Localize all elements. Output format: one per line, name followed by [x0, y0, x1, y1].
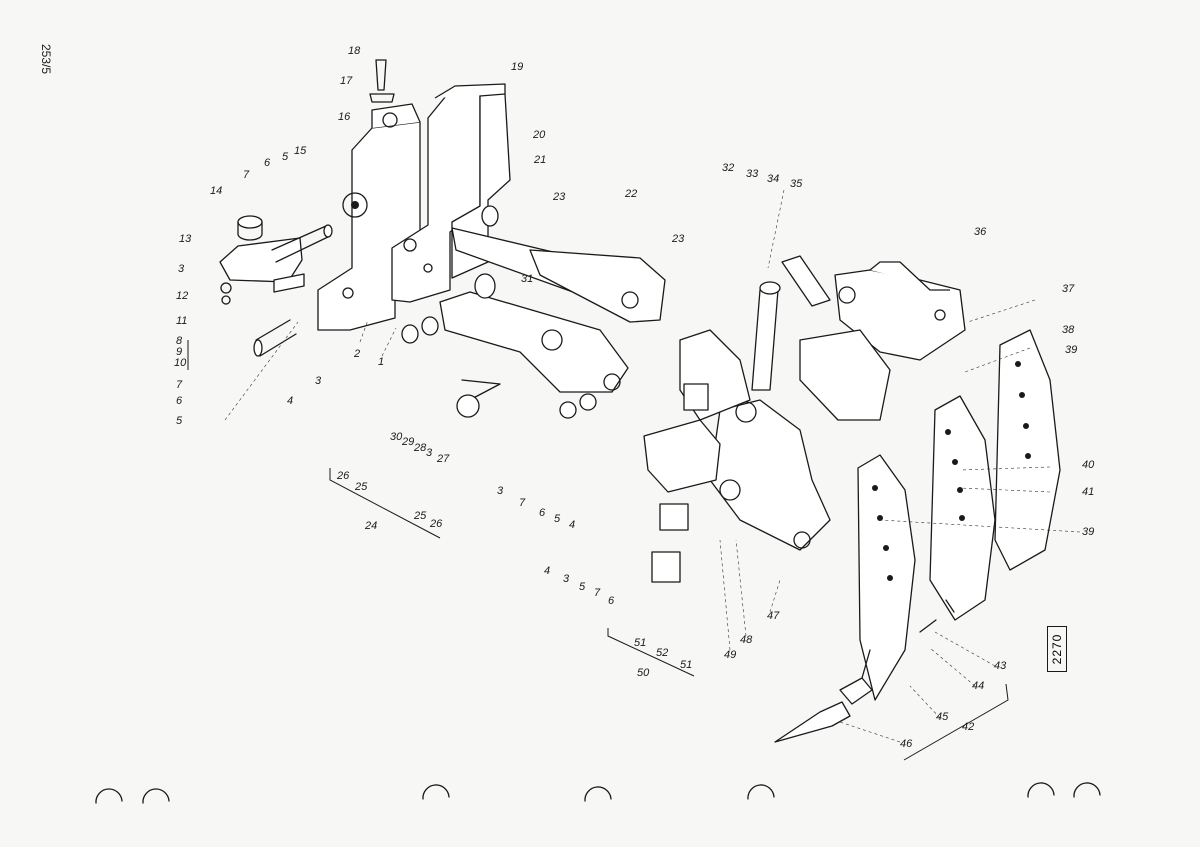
part-label: 43 — [994, 660, 1007, 672]
part-label: 42 — [962, 721, 975, 733]
part-label: 6 — [539, 507, 546, 519]
part-label: 25 — [414, 510, 427, 522]
part-label: 30 — [390, 431, 403, 443]
part-label: 6 — [264, 157, 271, 169]
leader-lines — [224, 189, 1081, 743]
part-label: 51 — [634, 637, 647, 649]
part-label: 27 — [437, 453, 450, 465]
part-label: 11 — [176, 315, 188, 327]
part-label: 50 — [637, 667, 650, 679]
part-label: 6 — [176, 395, 183, 407]
part-label: 51 — [680, 659, 693, 671]
hitch-bracket — [219, 215, 333, 357]
part-label: 7 — [594, 587, 601, 599]
part-label: 32 — [722, 162, 735, 174]
part-label: 15 — [294, 145, 307, 157]
part-label: 3 — [315, 375, 322, 387]
part-label: 45 — [936, 711, 949, 723]
part-label: 48 — [740, 634, 753, 646]
part-label: 19 — [511, 61, 524, 73]
part-label: 24 — [365, 520, 378, 532]
part-label: 7 — [243, 169, 250, 181]
part-label: 28 — [414, 442, 427, 454]
part-label: 3 — [178, 263, 185, 275]
part-label: 7 — [519, 497, 526, 509]
part-label: 31 — [521, 273, 534, 285]
part-label: 26 — [430, 518, 443, 530]
part-label: 2 — [354, 348, 361, 360]
part-label: 52 — [656, 647, 669, 659]
part-label: 39 — [1065, 344, 1078, 356]
part-label: 7 — [176, 379, 183, 391]
part-label: 3 — [563, 573, 570, 585]
part-label: 5 — [176, 415, 183, 427]
binder-holes — [95, 782, 1101, 804]
part-label: 12 — [176, 290, 189, 302]
group-brackets — [187, 340, 1009, 761]
part-label: 20 — [533, 129, 546, 141]
part-label: 40 — [1082, 459, 1095, 471]
part-label: 23 — [672, 233, 685, 245]
part-label: 34 — [767, 173, 780, 185]
part-label: 5 — [282, 151, 289, 163]
part-label: 10 — [174, 357, 187, 369]
part-label: 23 — [553, 191, 566, 203]
part-label: 1 — [378, 356, 385, 368]
part-label: 44 — [972, 680, 985, 692]
part-label: 4 — [544, 565, 551, 577]
drawing-id-box: 2270 — [1047, 626, 1067, 672]
part-label: 21 — [534, 154, 547, 166]
part-label: 26 — [337, 470, 350, 482]
part-label: 37 — [1062, 283, 1075, 295]
part-label: 41 — [1082, 486, 1095, 498]
part-label: 5 — [554, 513, 561, 525]
part-label: 4 — [569, 519, 576, 531]
part-label: 18 — [348, 45, 361, 57]
part-label: 47 — [767, 610, 780, 622]
part-label: 25 — [355, 481, 368, 493]
part-label: 16 — [338, 111, 351, 123]
link-arms — [401, 205, 666, 419]
part-label: 33 — [746, 168, 759, 180]
part-label: 22 — [625, 188, 638, 200]
part-label: 49 — [724, 649, 737, 661]
tine-shanks — [774, 329, 1061, 743]
part-label: 6 — [608, 595, 615, 607]
part-label: 38 — [1062, 324, 1075, 336]
part-label: 14 — [210, 185, 223, 197]
part-label: 46 — [900, 738, 913, 750]
part-label: 13 — [179, 233, 192, 245]
drawing-id: 2270 — [1050, 633, 1064, 665]
part-label: 36 — [974, 226, 987, 238]
part-label: 8 — [176, 335, 183, 347]
part-label: 4 — [287, 395, 294, 407]
part-label: 39 — [1082, 526, 1095, 538]
hydraulic-cylinder — [751, 255, 831, 391]
part-label: 29 — [402, 436, 415, 448]
shank-carriers — [643, 261, 966, 583]
part-label: 17 — [340, 75, 353, 87]
part-label: 35 — [790, 178, 803, 190]
part-label: 5 — [579, 581, 586, 593]
part-label: 9 — [176, 346, 183, 358]
part-label: 3 — [497, 485, 504, 497]
part-label: 3 — [426, 447, 433, 459]
